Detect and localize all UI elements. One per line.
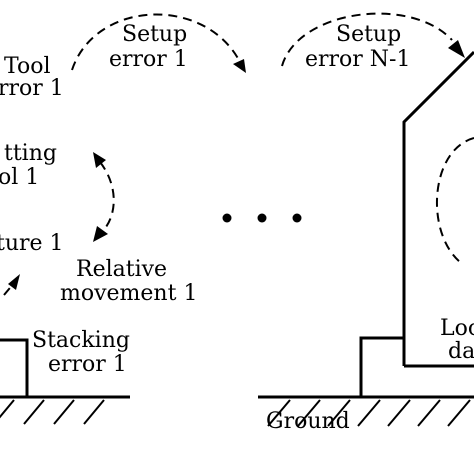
machine-body — [402, 50, 474, 368]
load-data-label-line2: da — [448, 339, 474, 364]
tool-error-label-line2: rror 1 — [0, 76, 64, 101]
cutting-tool-label-line2: ol 1 — [0, 165, 39, 190]
right-stacking-block — [359, 336, 404, 397]
right-ground — [258, 395, 474, 427]
left-ground — [0, 395, 130, 425]
fixture-label: ture 1 — [0, 231, 64, 256]
relative-movement-label-line2: movement 1 — [60, 281, 197, 306]
setup-error-n1-label-line2: error N-1 — [305, 47, 411, 72]
relative-movement-arrow — [3, 274, 20, 296]
setup-error-1-label-line2: error 1 — [109, 47, 188, 72]
rotation-arc — [435, 137, 474, 263]
tool-error-label-line1: Tool — [4, 54, 51, 79]
relative-movement-label-line1: Relative — [76, 257, 167, 282]
setup-error-1-arrow — [71, 13, 246, 73]
tool-fixture-arrow — [93, 152, 115, 242]
left-stacking-block — [0, 338, 29, 397]
setup-error-n1-label-line1: Setup — [336, 22, 401, 47]
cutting-tool-label-line1: tting — [4, 141, 57, 166]
ground-label: Ground — [266, 409, 350, 434]
ellipsis-dots — [222, 213, 302, 223]
stacking-error-label-line1: Stacking — [32, 328, 130, 353]
setup-error-n1-arrow — [281, 12, 465, 67]
load-data-label-line1: Loc — [440, 316, 474, 341]
stacking-error-label-line2: error 1 — [48, 352, 127, 377]
setup-error-1-label-line1: Setup — [122, 22, 187, 47]
